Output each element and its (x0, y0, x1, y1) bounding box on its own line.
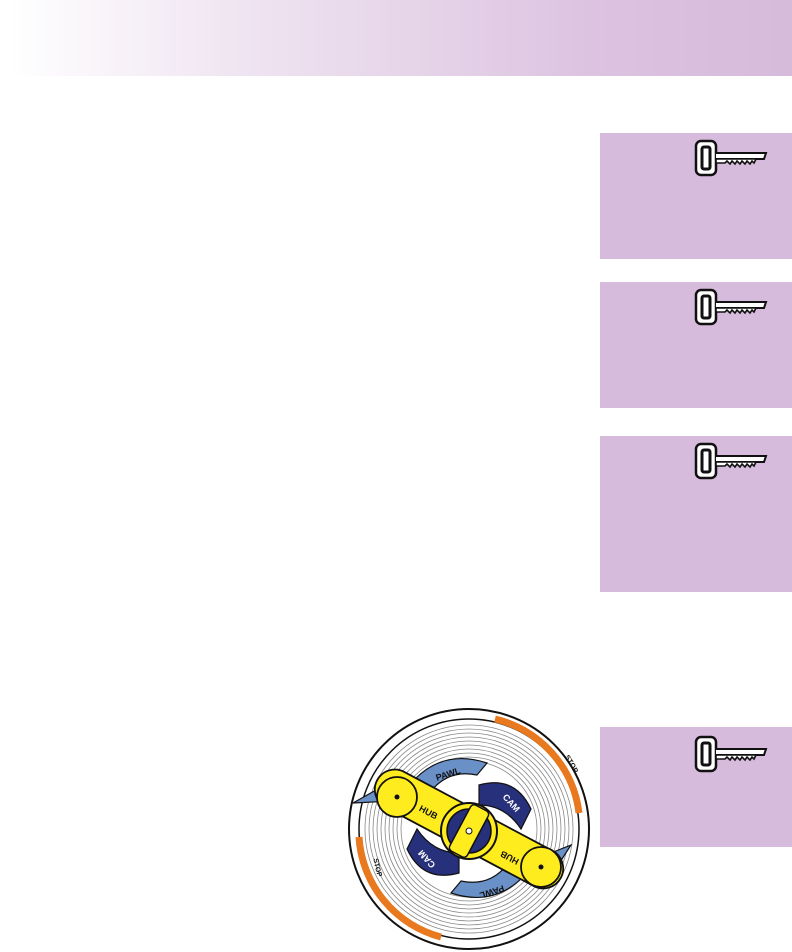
cam-bottom (406, 827, 460, 876)
header-band (8, 0, 792, 76)
spring-coils (364, 724, 574, 934)
pivot-right (538, 864, 544, 870)
sidebar-box-2 (600, 282, 792, 408)
hub-cam-pawl-diagram: PAWL PAWL CAM CAM HUB HUB STOP STOP (348, 708, 590, 950)
key-icon (694, 735, 768, 773)
key-icon (694, 139, 768, 177)
pawl-bottom (449, 864, 524, 899)
pawl-top (414, 757, 489, 792)
sidebar-box-1 (600, 133, 792, 259)
sidebar-box-4 (600, 727, 792, 847)
stop-arc-top (494, 715, 583, 814)
stop-arc-bottom (355, 836, 442, 941)
key-icon (694, 288, 768, 326)
pivot-left (394, 794, 400, 800)
key-icon (694, 442, 768, 480)
label-stop-bottom: STOP (371, 858, 382, 878)
sidebar-box-3 (600, 436, 792, 592)
cam-top (478, 782, 532, 831)
hub-center (465, 827, 473, 835)
